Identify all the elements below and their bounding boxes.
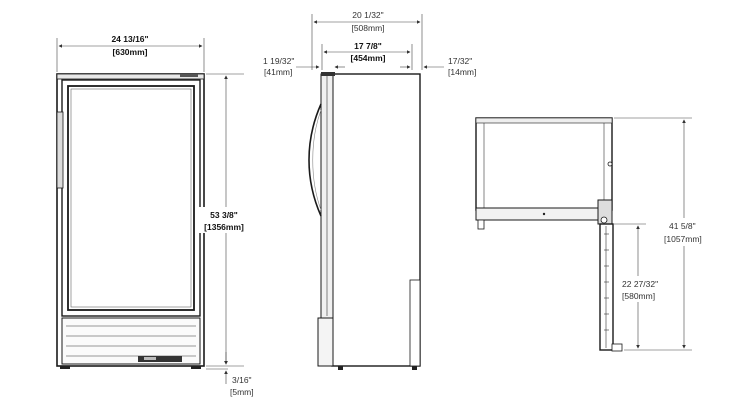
top-cabinet (475, 117, 613, 211)
side-rear-imperial: 17/32" (448, 56, 472, 66)
side-body (331, 73, 421, 367)
front-handle (56, 111, 64, 189)
top-open-depth-metric: [1057mm] (664, 234, 702, 244)
front-height-metric: [1356mm] (204, 222, 244, 232)
front-foot-metric: [5mm] (230, 387, 254, 397)
side-view: 20 1/32" [508mm] 17 7/8" [454mm] 1 19/32… (263, 10, 476, 370)
front-height-imperial: 53 3/8" (210, 210, 238, 220)
front-foot-imperial: 3/16" (232, 375, 252, 385)
side-handle (308, 103, 322, 217)
top-view: 41 5/8" [1057mm] 22 27/32" [580mm] (475, 117, 712, 352)
side-depth-imperial: 20 1/32" (352, 10, 383, 20)
side-depth-metric: [508mm] (351, 23, 384, 33)
front-width-metric: [630mm] (113, 47, 148, 57)
top-open-depth-imperial: 41 5/8" (669, 221, 696, 231)
side-handle-metric: [41mm] (264, 67, 292, 77)
side-handle-imperial: 1 19/32" (263, 56, 294, 66)
side-body-depth-imperial: 17 7/8" (354, 41, 382, 51)
top-door-imperial: 22 27/32" (622, 279, 658, 289)
top-door-metric: [580mm] (622, 291, 655, 301)
front-view: 24 13/16" [630mm] 53 3/8" [1356mm] 3/16"… (56, 34, 254, 397)
front-glass (67, 85, 195, 311)
front-width-imperial: 24 13/16" (111, 34, 148, 44)
top-open-door (599, 223, 614, 351)
side-body-depth-metric: [454mm] (351, 53, 386, 63)
side-rear-metric: [14mm] (448, 67, 476, 77)
